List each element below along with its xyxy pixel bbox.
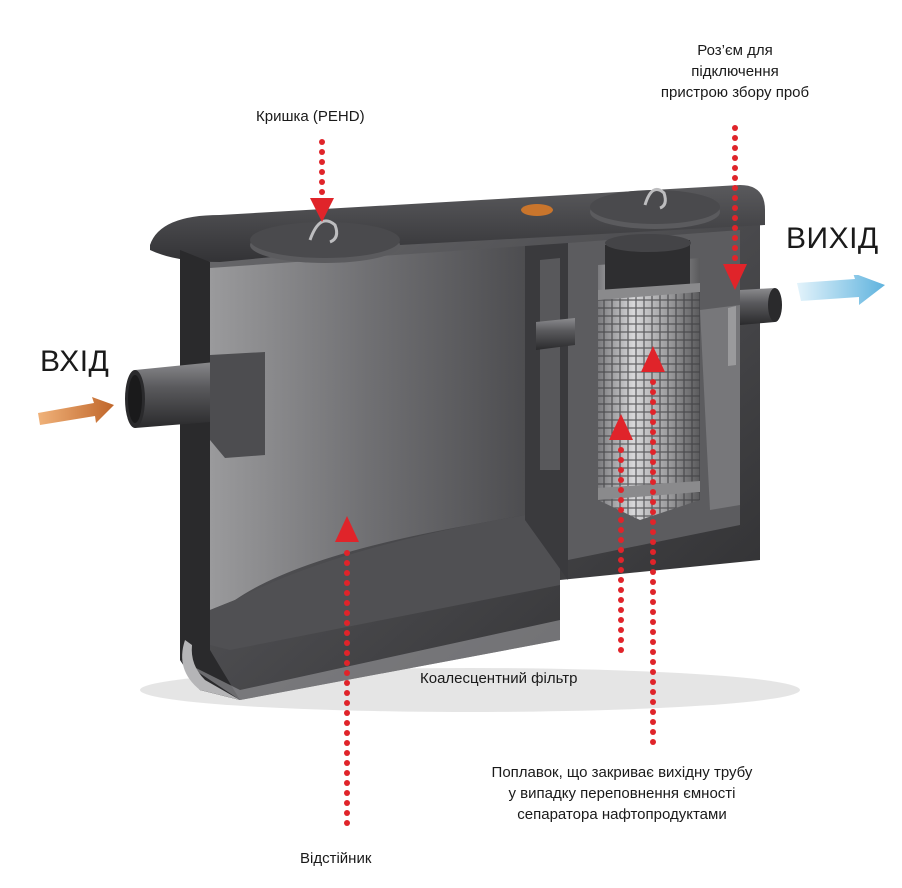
float-line-2: у випадку переповнення ємності (508, 785, 736, 802)
outlet-arrow-icon (797, 275, 885, 305)
sampling-connector-line-3: пристрою збору проб (660, 84, 810, 101)
inlet-arrow-icon (38, 397, 114, 425)
sampling-connector-label: Роз’єм для підключення пристрою збору пр… (640, 40, 830, 103)
float-line-1: Поплавок, що закриває вихідну трубу (491, 764, 753, 781)
inlet-label: ВХІД (40, 345, 110, 378)
coalescent-filter-label: Коалесцентний фільтр (420, 670, 578, 687)
outlet-label: ВИХІД (786, 222, 879, 255)
sampling-connector-line-2: підключення (691, 63, 779, 80)
float-line-3: сепаратора нафтопродуктами (517, 806, 727, 823)
float-label: Поплавок, що закриває вихідну трубу у ви… (472, 762, 772, 825)
settling-tank-label: Відстійник (300, 850, 372, 867)
sampling-connector-line-1: Роз’єм для (697, 42, 773, 59)
cover-label: Кришка (PEHD) (256, 108, 365, 125)
